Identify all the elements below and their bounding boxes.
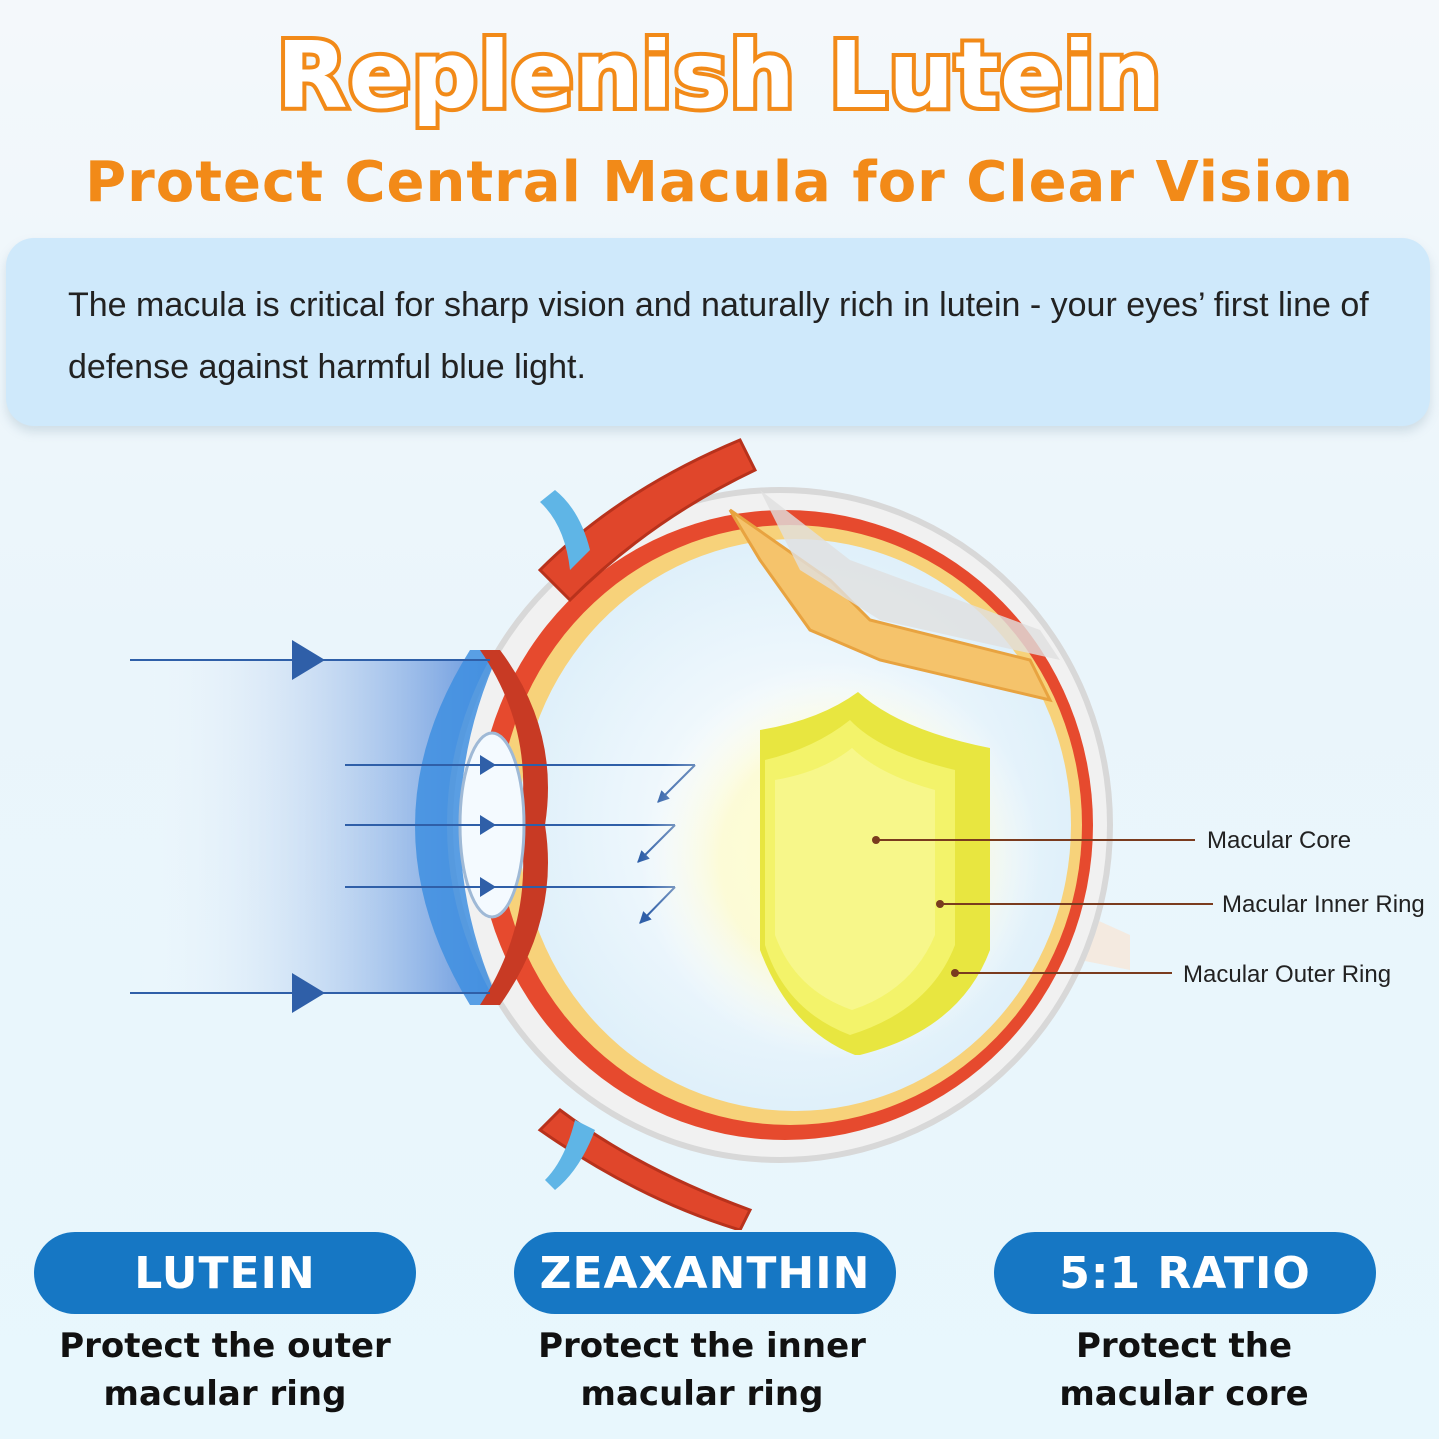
desc-ratio: Protect the macular core [974, 1322, 1394, 1418]
desc-zeaxanthin: Protect the inner macular ring [492, 1322, 912, 1418]
desc-ratio-line1: Protect the [1075, 1326, 1293, 1366]
badge-zeaxanthin: ZEAXANTHIN [514, 1232, 896, 1314]
eyelid-top [540, 490, 590, 570]
light-ray-bottom-arrow [292, 973, 325, 1013]
page-subtitle: Protect Central Macula for Clear Vision [85, 150, 1354, 215]
desc-zeaxanthin-line2: macular ring [580, 1374, 824, 1414]
light-ray-top-arrow [292, 640, 325, 680]
iris [480, 650, 548, 1005]
eyelid-bottom [545, 1120, 595, 1190]
label-macular-outer-ring: Macular Outer Ring [1183, 961, 1391, 988]
desc-lutein-line1: Protect the outer [59, 1326, 391, 1366]
cornea [415, 650, 500, 1005]
desc-lutein-line2: macular ring [103, 1374, 347, 1414]
muscle-bottom [537, 1108, 753, 1230]
badge-ratio: 5:1 RATIO [994, 1232, 1376, 1314]
desc-zeaxanthin-line1: Protect the inner [538, 1326, 866, 1366]
desc-ratio-line2: macular core [1059, 1374, 1309, 1414]
shield-core [775, 748, 935, 1010]
eye-diagram: Macular Core Macular Inner Ring Macular … [130, 438, 1425, 1230]
badge-lutein: LUTEIN [34, 1232, 416, 1314]
muscle-top [537, 438, 758, 603]
page-title: Replenish Lutein [273, 18, 1166, 133]
label-macular-inner-ring: Macular Inner Ring [1222, 891, 1425, 918]
label-macular-core: Macular Core [1207, 827, 1351, 854]
info-box: The macula is critical for sharp vision … [6, 238, 1430, 426]
desc-lutein: Protect the outer macular ring [15, 1322, 435, 1418]
info-text: The macula is critical for sharp vision … [68, 286, 1369, 386]
